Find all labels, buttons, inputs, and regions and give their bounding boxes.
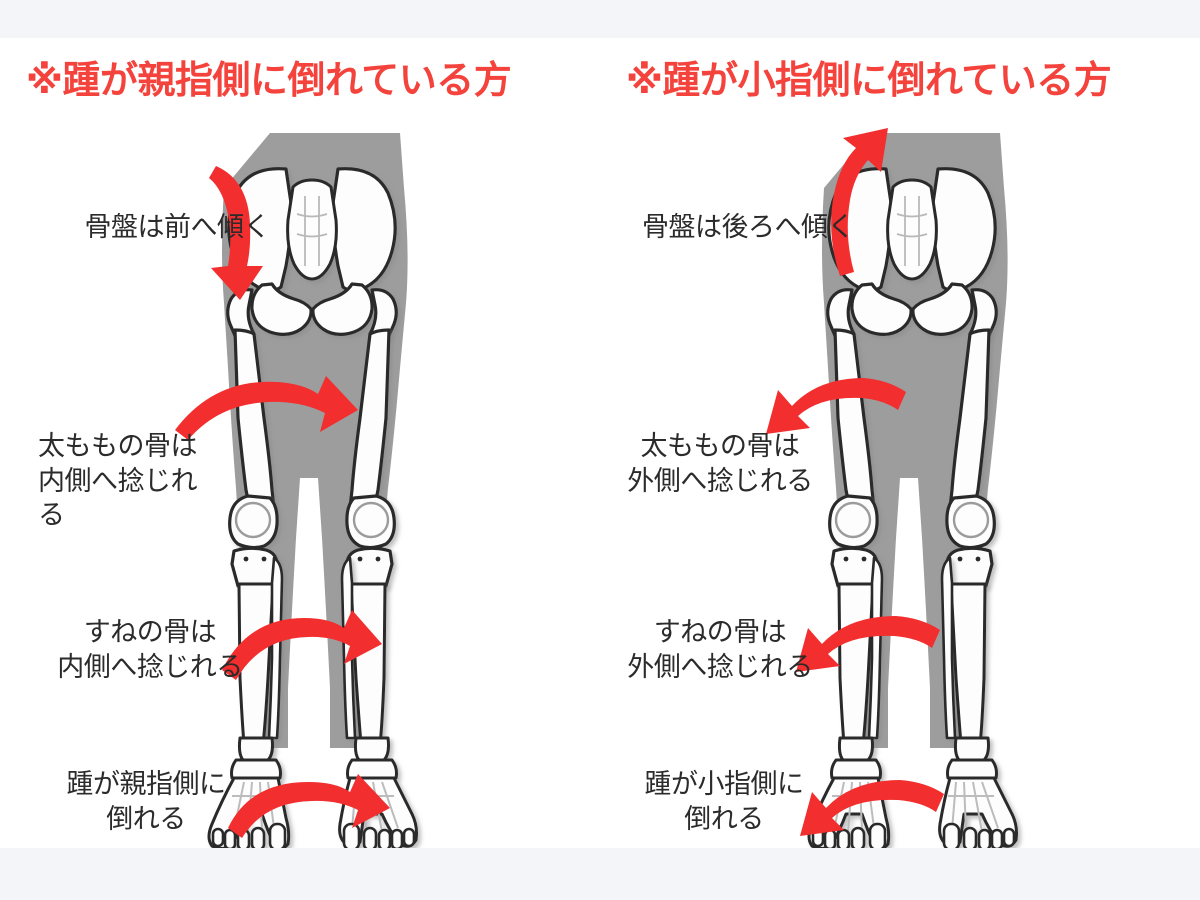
arrow-shin-right — [796, 616, 940, 672]
label-pelvis-right: 骨盤は後ろへ傾く — [642, 212, 855, 243]
label-pelvis-left: 骨盤は前へ傾く — [84, 212, 271, 243]
label-heel-right: 踵が小指側に 倒れる — [644, 769, 805, 835]
skeleton-figure-left — [175, 133, 418, 852]
arrow-pelvis-left — [209, 166, 263, 300]
top-margin-band — [0, 0, 1200, 38]
pelvis-bone-right — [826, 167, 998, 340]
arrow-heel-left — [228, 774, 390, 838]
knee-joints-right — [828, 494, 996, 588]
bottom-margin-band — [0, 848, 1200, 900]
femur-bones-left — [233, 328, 391, 512]
arrow-pelvis-right — [831, 128, 888, 276]
label-thigh-left: 太ももの骨は 内側へ捻じれ る — [38, 431, 198, 532]
pelvis-bone-left — [226, 167, 398, 340]
femur-bones-right — [833, 328, 991, 512]
label-shin-right: すねの骨は 外側へ捻じれる — [627, 617, 813, 683]
arrow-thigh-left — [175, 376, 358, 440]
arrow-heel-right — [800, 780, 944, 836]
skeleton-figure-right — [766, 128, 1018, 852]
label-heel-left: 踵が親指側に 倒れる — [66, 769, 227, 835]
arrow-thigh-right — [766, 378, 906, 434]
panel-right: 骨盤は後ろへ傾く 太ももの骨は 外側へ捻じれる すねの骨は 外側へ捻じれる 踵が… — [600, 38, 1200, 852]
panel-left-title: ※踵が親指側に倒れている方 — [26, 58, 512, 102]
panel-right-title: ※踵が小指側に倒れている方 — [626, 58, 1112, 102]
label-thigh-right: 太ももの骨は 外側へ捻じれる — [627, 431, 813, 497]
lower-leg-bones-right — [837, 556, 987, 746]
label-shin-left: すねの骨は 内側へ捻じれる — [57, 617, 243, 683]
arrow-shin-left — [222, 610, 382, 680]
panel-left: 骨盤は前へ傾く 太ももの骨は 内側へ捻じれ る すねの骨は 内側へ捻じれる 踵が… — [0, 38, 600, 852]
knee-joints-left — [228, 494, 396, 588]
